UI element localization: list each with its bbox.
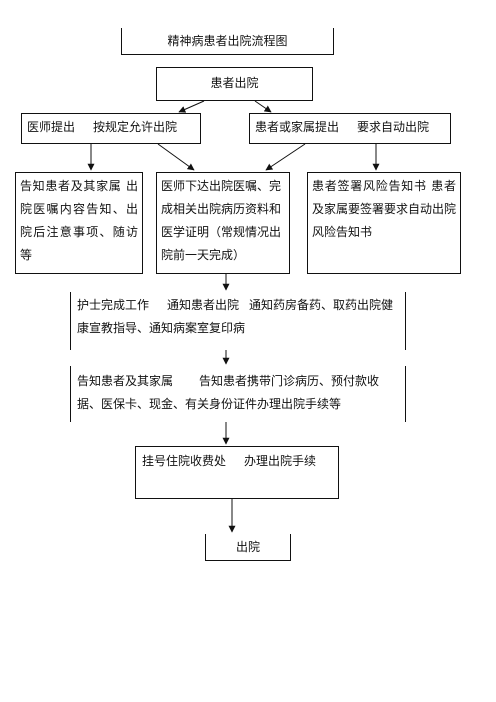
- node-nurse-tasks-label-3: 通知药房备药、取药出院健康宣教指导、通知病案室复印病: [77, 298, 394, 335]
- node-billing: 挂号住院收费处 办理出院手续: [135, 446, 339, 499]
- node-bring-documents-label-1: 告知患者及其家属: [77, 374, 174, 388]
- node-doctor-proposal-label-2: 按规定允许出院: [93, 120, 178, 134]
- node-bring-documents: 告知患者及其家属告知患者携带门诊病历、预付款收据、医保卡、现金、有关身份证件办理…: [70, 366, 406, 422]
- node-doctor-proposal-label-1: 医师提出: [27, 120, 76, 134]
- node-billing-label-2: 办理出院手续: [244, 454, 317, 468]
- node-start: 患者出院: [156, 67, 313, 101]
- node-risk-notice: 患者签署风险告知书 患者及家属要签署要求自动出院风险告知书: [307, 172, 461, 274]
- node-doctor-proposal: 医师提出 按规定允许出院: [21, 113, 201, 144]
- node-end-label: 出院: [235, 540, 260, 554]
- node-risk-notice-label: 患者签署风险告知书 患者及家属要签署要求自动出院风险告知书: [312, 179, 457, 239]
- node-nurse-tasks: 护士完成工作 通知患者出院通知药房备药、取药出院健康宣教指导、通知病案室复印病: [70, 292, 406, 350]
- node-nurse-tasks-label-2: 通知患者出院: [167, 298, 240, 312]
- arrow-family-to-orders: [265, 143, 306, 171]
- node-nurse-tasks-label-1: 护士完成工作: [77, 298, 150, 312]
- node-inform-family: 告知患者及其家属 出院医嘱内容告知、出院后注意事项、随访等: [15, 172, 143, 274]
- node-billing-label-1: 挂号住院收费处: [142, 454, 227, 468]
- node-family-proposal: 患者或家属提出 要求自动出院: [249, 113, 451, 144]
- arrow-start-to-family: [254, 100, 272, 113]
- flowchart-title: 精神病患者出院流程图: [167, 34, 288, 48]
- node-family-proposal-label-1: 患者或家属提出: [255, 120, 340, 134]
- node-doctor-orders: 医师下达出院医嘱、完成相关出院病历资料和医学证明（常规情况出院前一天完成）: [156, 172, 290, 274]
- node-bring-documents-label-2: 告知患者携带门诊病历、预付款收据、医保卡、现金、有关身份证件办理出院手续等: [77, 374, 380, 411]
- flowchart-title-box: 精神病患者出院流程图: [121, 28, 334, 55]
- arrow-doctor-to-orders: [157, 143, 195, 171]
- node-family-proposal-label-2: 要求自动出院: [357, 120, 430, 134]
- arrow-start-to-doctor: [178, 100, 205, 113]
- node-inform-family-label: 告知患者及其家属 出院医嘱内容告知、出院后注意事项、随访等: [20, 179, 138, 262]
- node-start-label: 患者出院: [210, 76, 259, 90]
- node-end: 出院: [205, 534, 291, 561]
- node-doctor-orders-label: 医师下达出院医嘱、完成相关出院病历资料和医学证明（常规情况出院前一天完成）: [161, 179, 282, 262]
